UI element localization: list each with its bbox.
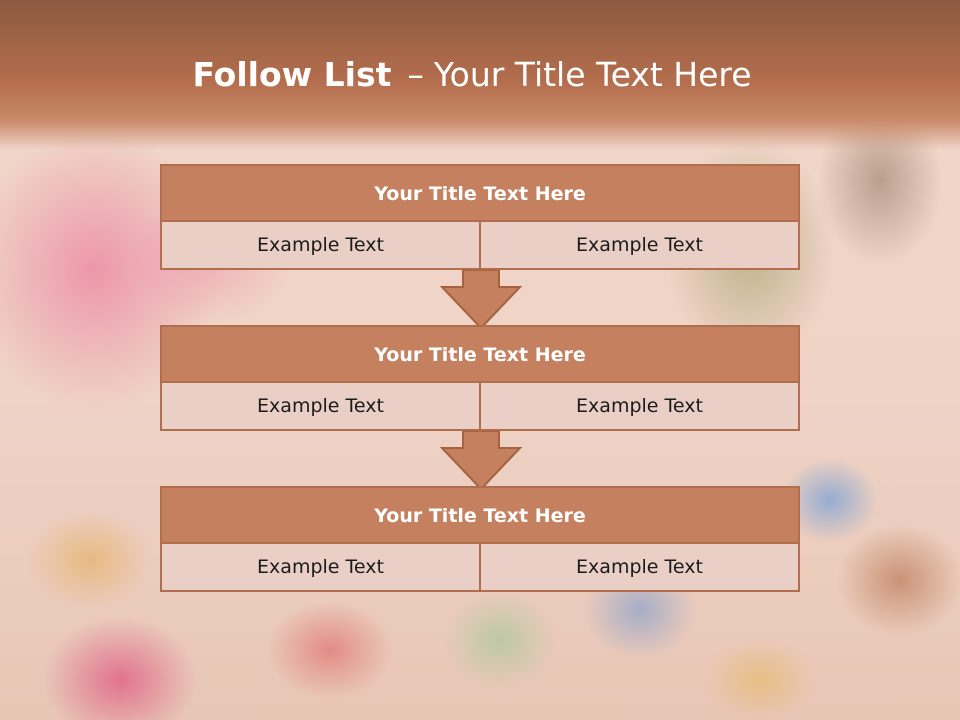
- block-cell-left: Example Text: [162, 222, 479, 268]
- list-block-2: Your Title Text Here Example Text Exampl…: [160, 325, 800, 431]
- title-dash: –: [407, 55, 424, 94]
- down-arrow-icon: [439, 431, 523, 491]
- block-row: Example Text Example Text: [162, 544, 798, 590]
- block-title: Your Title Text Here: [162, 166, 798, 222]
- block-title: Your Title Text Here: [162, 327, 798, 383]
- block-cell-left: Example Text: [162, 383, 479, 429]
- block-row: Example Text Example Text: [162, 222, 798, 268]
- list-block-1: Your Title Text Here Example Text Exampl…: [160, 164, 800, 270]
- list-block-3: Your Title Text Here Example Text Exampl…: [160, 486, 800, 592]
- block-title: Your Title Text Here: [162, 488, 798, 544]
- block-cell-right: Example Text: [479, 222, 798, 268]
- block-cell-right: Example Text: [479, 383, 798, 429]
- down-arrow-icon: [439, 270, 523, 330]
- block-cell-right: Example Text: [479, 544, 798, 590]
- block-row: Example Text Example Text: [162, 383, 798, 429]
- title-bold: Follow List: [192, 55, 392, 94]
- header-band: [0, 0, 960, 150]
- slide-title: Follow List–Your Title Text Here: [0, 52, 944, 98]
- title-rest: Your Title Text Here: [433, 55, 752, 94]
- block-cell-left: Example Text: [162, 544, 479, 590]
